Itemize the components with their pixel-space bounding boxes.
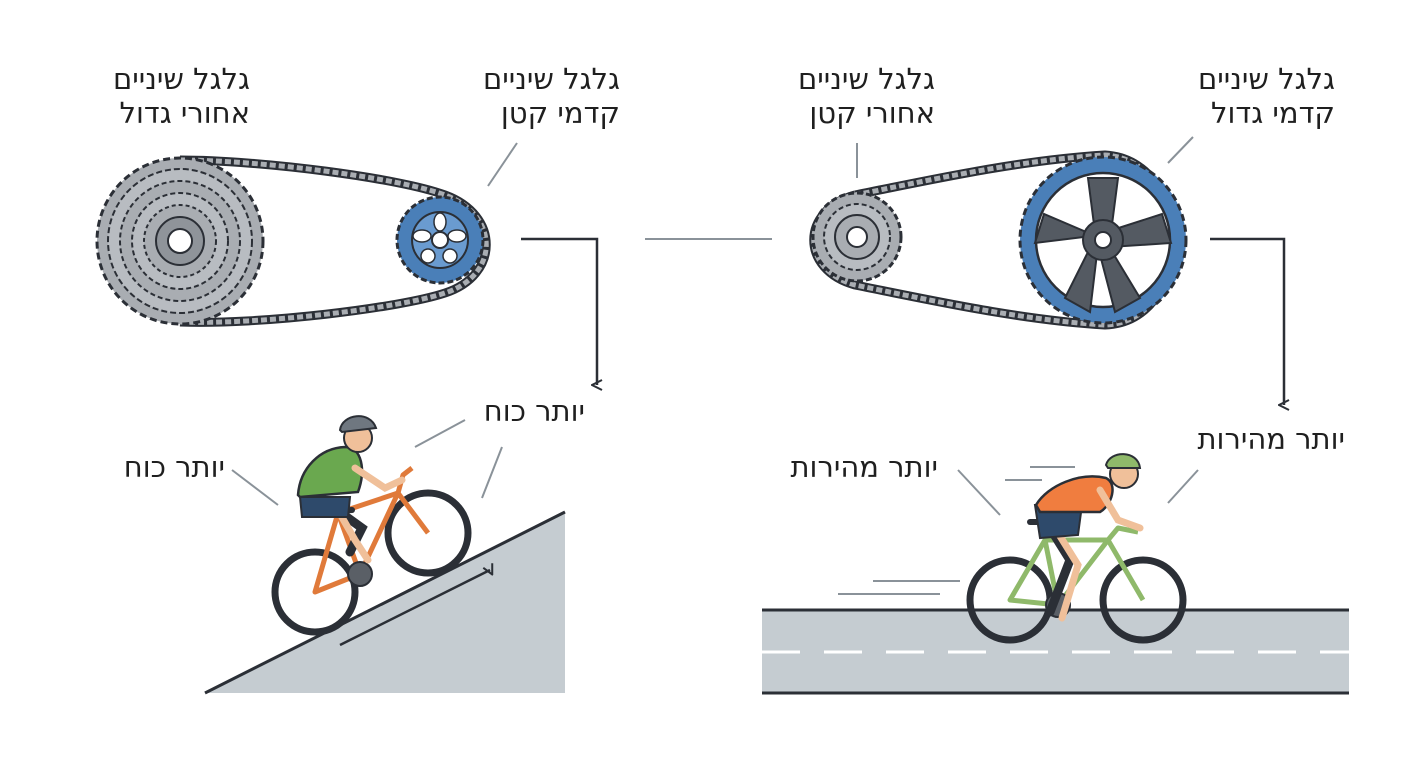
front-wheel [1099,556,1187,644]
leader-line [414,419,466,448]
uphill-slope [204,510,566,695]
rear-wheel [271,548,359,636]
large-rear-cassette [95,156,265,326]
leader-line [487,142,518,187]
leader-line [481,446,503,499]
large-front-gear-label: גלגל שיניים קדמי גדול [1198,62,1335,130]
leader-line [957,469,1001,516]
power-drivetrain [95,155,491,327]
flat-road-cyclist [966,453,1187,644]
bike-frame [1007,525,1146,608]
more-power-label: יותר כוח [483,394,585,428]
speed-lines [838,466,1075,595]
more-speed-label: יותר מהירות [790,450,939,484]
more-power-label: יותר כוח [123,450,225,484]
power-chain [179,155,491,327]
front-wheel [384,489,472,577]
small-rear-cassette [811,191,903,283]
flat-road [762,608,1349,695]
leader-line [231,469,279,506]
leader-line [1167,469,1199,504]
small-front-chainring [395,195,485,285]
large-front-chainring [1018,155,1188,325]
small-rear-gear-label: גלגל שיניים אחורי קטן [798,62,935,130]
speed-drivetrain [809,150,1188,330]
large-rear-gear-label: גלגל שיניים אחורי גדול [113,62,250,130]
speed-arrow [1210,237,1284,405]
more-speed-label: יותר מהירות [1197,422,1346,456]
power-arrow [521,237,597,385]
leader-line [1167,136,1194,164]
small-front-gear-label: גלגל שיניים קדמי קטן [483,62,620,130]
uphill-cyclist [271,415,472,636]
